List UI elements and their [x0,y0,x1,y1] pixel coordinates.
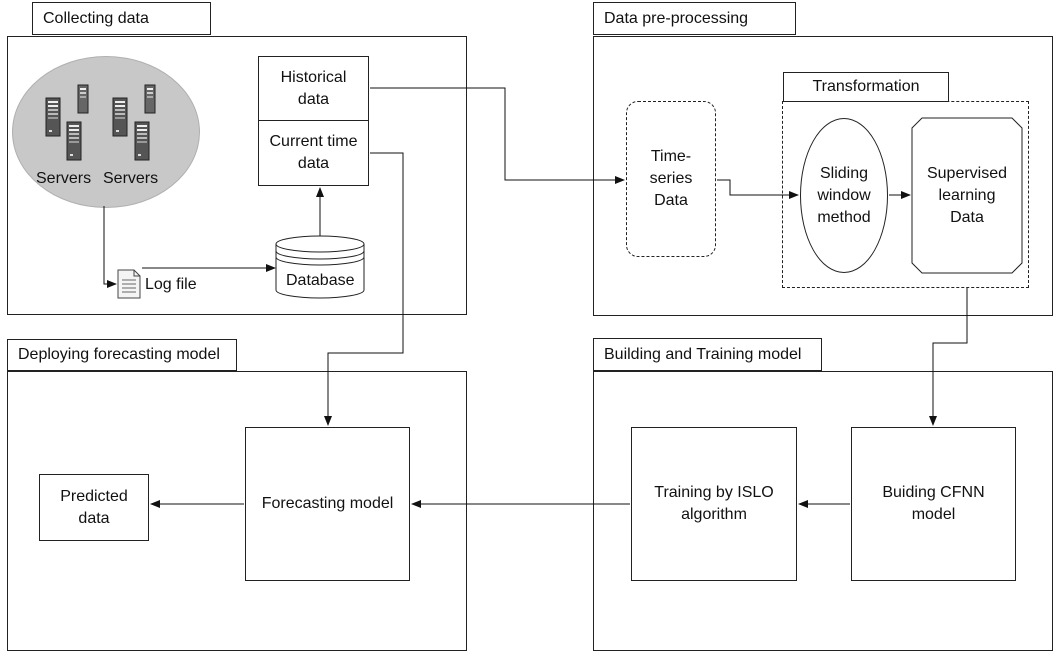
islo-line-2: algorithm [681,506,747,523]
sliding-line-3: method [817,208,871,226]
sliding-window-node: Sliding window method [800,118,888,273]
sliding-line-2: window [817,186,871,204]
database-label: Database [286,272,355,289]
transformation-title: Transformation [783,72,949,102]
deploying-title: Deploying forecasting model [7,339,237,371]
servers-label-right: Servers [103,170,159,187]
building-title: Building and Training model [593,338,822,371]
preprocessing-title: Data pre-processing [593,2,796,35]
current-line-2: data [297,155,330,172]
current-line-1: Current time [269,133,358,150]
islo-line-1: Training by ISLO [654,484,774,501]
historical-line-2: data [297,90,330,108]
historical-line-1: Historical [280,68,347,86]
supervised-line-1: Supervised [926,164,1008,182]
predicted-line-2: data [78,509,110,527]
sliding-line-1: Sliding [819,164,869,182]
cfnn-line-1: Buiding CFNN [882,484,985,501]
servers-label-left: Servers [36,170,92,187]
forecast-label: Forecasting model [261,495,394,512]
supervised-line-2: learning [938,186,996,204]
building-cfnn-box: Buiding CFNN model [851,427,1016,581]
time-series-line-1: Time- [650,148,692,165]
time-series-data-box: Time- series Data [626,101,716,257]
training-islo-box: Training by ISLO algorithm [631,427,797,581]
predicted-data-box: Predicted data [39,474,149,541]
historical-data-box: Historical data [258,56,369,121]
time-series-line-3: Data [654,192,688,209]
log-file-label: Log file [145,276,197,293]
forecasting-model-box: Forecasting model [245,427,410,581]
servers-cluster [12,56,200,208]
supervised-line-3: Data [950,208,984,226]
current-time-data-box: Current time data [258,120,369,186]
cfnn-line-2: model [911,506,956,523]
time-series-line-2: series [649,170,693,187]
collecting-data-title: Collecting data [32,2,211,35]
predicted-line-1: Predicted [60,487,128,505]
supervised-learning-node: Supervised learning Data [913,119,1021,272]
